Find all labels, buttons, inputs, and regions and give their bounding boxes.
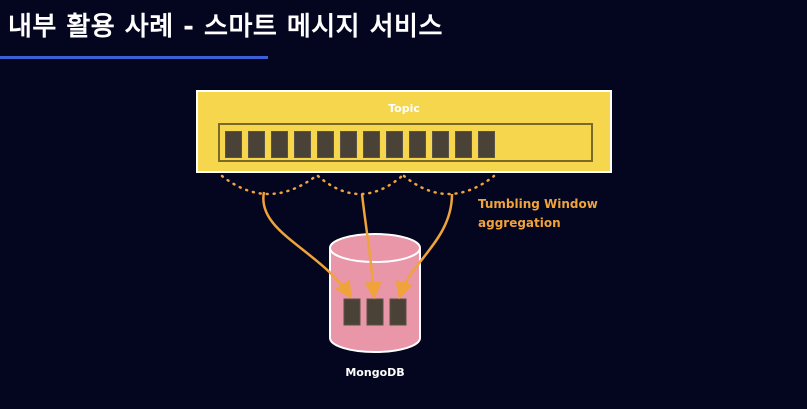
db-record-3 <box>389 298 407 326</box>
window-label-line2: aggregation <box>478 216 561 230</box>
mongodb-label: MongoDB <box>345 366 405 379</box>
topic-message-block <box>432 131 449 158</box>
topic-message-block <box>455 131 472 158</box>
window-bracket-1 <box>220 174 318 196</box>
window-label-line1: Tumbling Window <box>478 197 598 211</box>
title-underline <box>0 56 268 59</box>
topic-message-block <box>340 131 357 158</box>
mongodb-cylinder <box>329 233 421 353</box>
partition-strip <box>218 123 593 162</box>
topic-message-block <box>294 131 311 158</box>
topic-message-block <box>225 131 242 158</box>
topic-message-block <box>271 131 288 158</box>
topic-message-block <box>363 131 380 158</box>
aggregation-arrow-2 <box>360 193 382 300</box>
aggregation-arrow-3 <box>395 193 454 300</box>
topic-message-block <box>409 131 426 158</box>
tumbling-window-label: Tumbling Window aggregation <box>478 195 598 233</box>
topic-message-block <box>386 131 403 158</box>
topic-message-block <box>317 131 334 158</box>
slide-title: 내부 활용 사례 - 스마트 메시지 서비스 <box>8 12 443 42</box>
topic-message-block <box>478 131 495 158</box>
topic-message-block <box>248 131 265 158</box>
db-record-1 <box>343 298 361 326</box>
aggregation-arrow-1 <box>262 191 352 299</box>
window-bracket-2 <box>316 174 404 196</box>
window-bracket-3 <box>402 174 496 196</box>
topic-box: Topic <box>196 90 612 173</box>
db-record-2 <box>366 298 384 326</box>
topic-label: Topic <box>388 102 420 115</box>
